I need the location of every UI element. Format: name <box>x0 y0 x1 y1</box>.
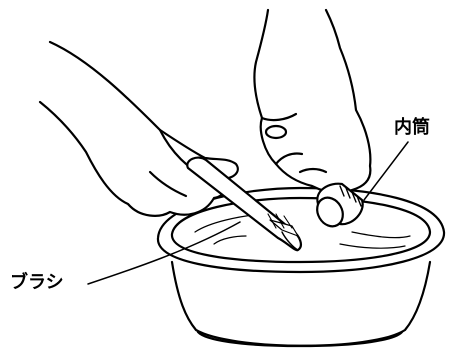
water-ripple <box>352 232 410 238</box>
bowl-body <box>172 262 430 346</box>
water-ripple <box>214 236 246 244</box>
leader-line-brush <box>88 222 240 284</box>
right-hand <box>254 10 370 193</box>
water-ripple <box>340 244 405 248</box>
bowl-inner-rim <box>172 198 430 262</box>
inner-tube-label: 内筒 <box>394 119 430 137</box>
left-hand <box>40 42 238 216</box>
brush-label: ブラシ <box>10 274 64 292</box>
